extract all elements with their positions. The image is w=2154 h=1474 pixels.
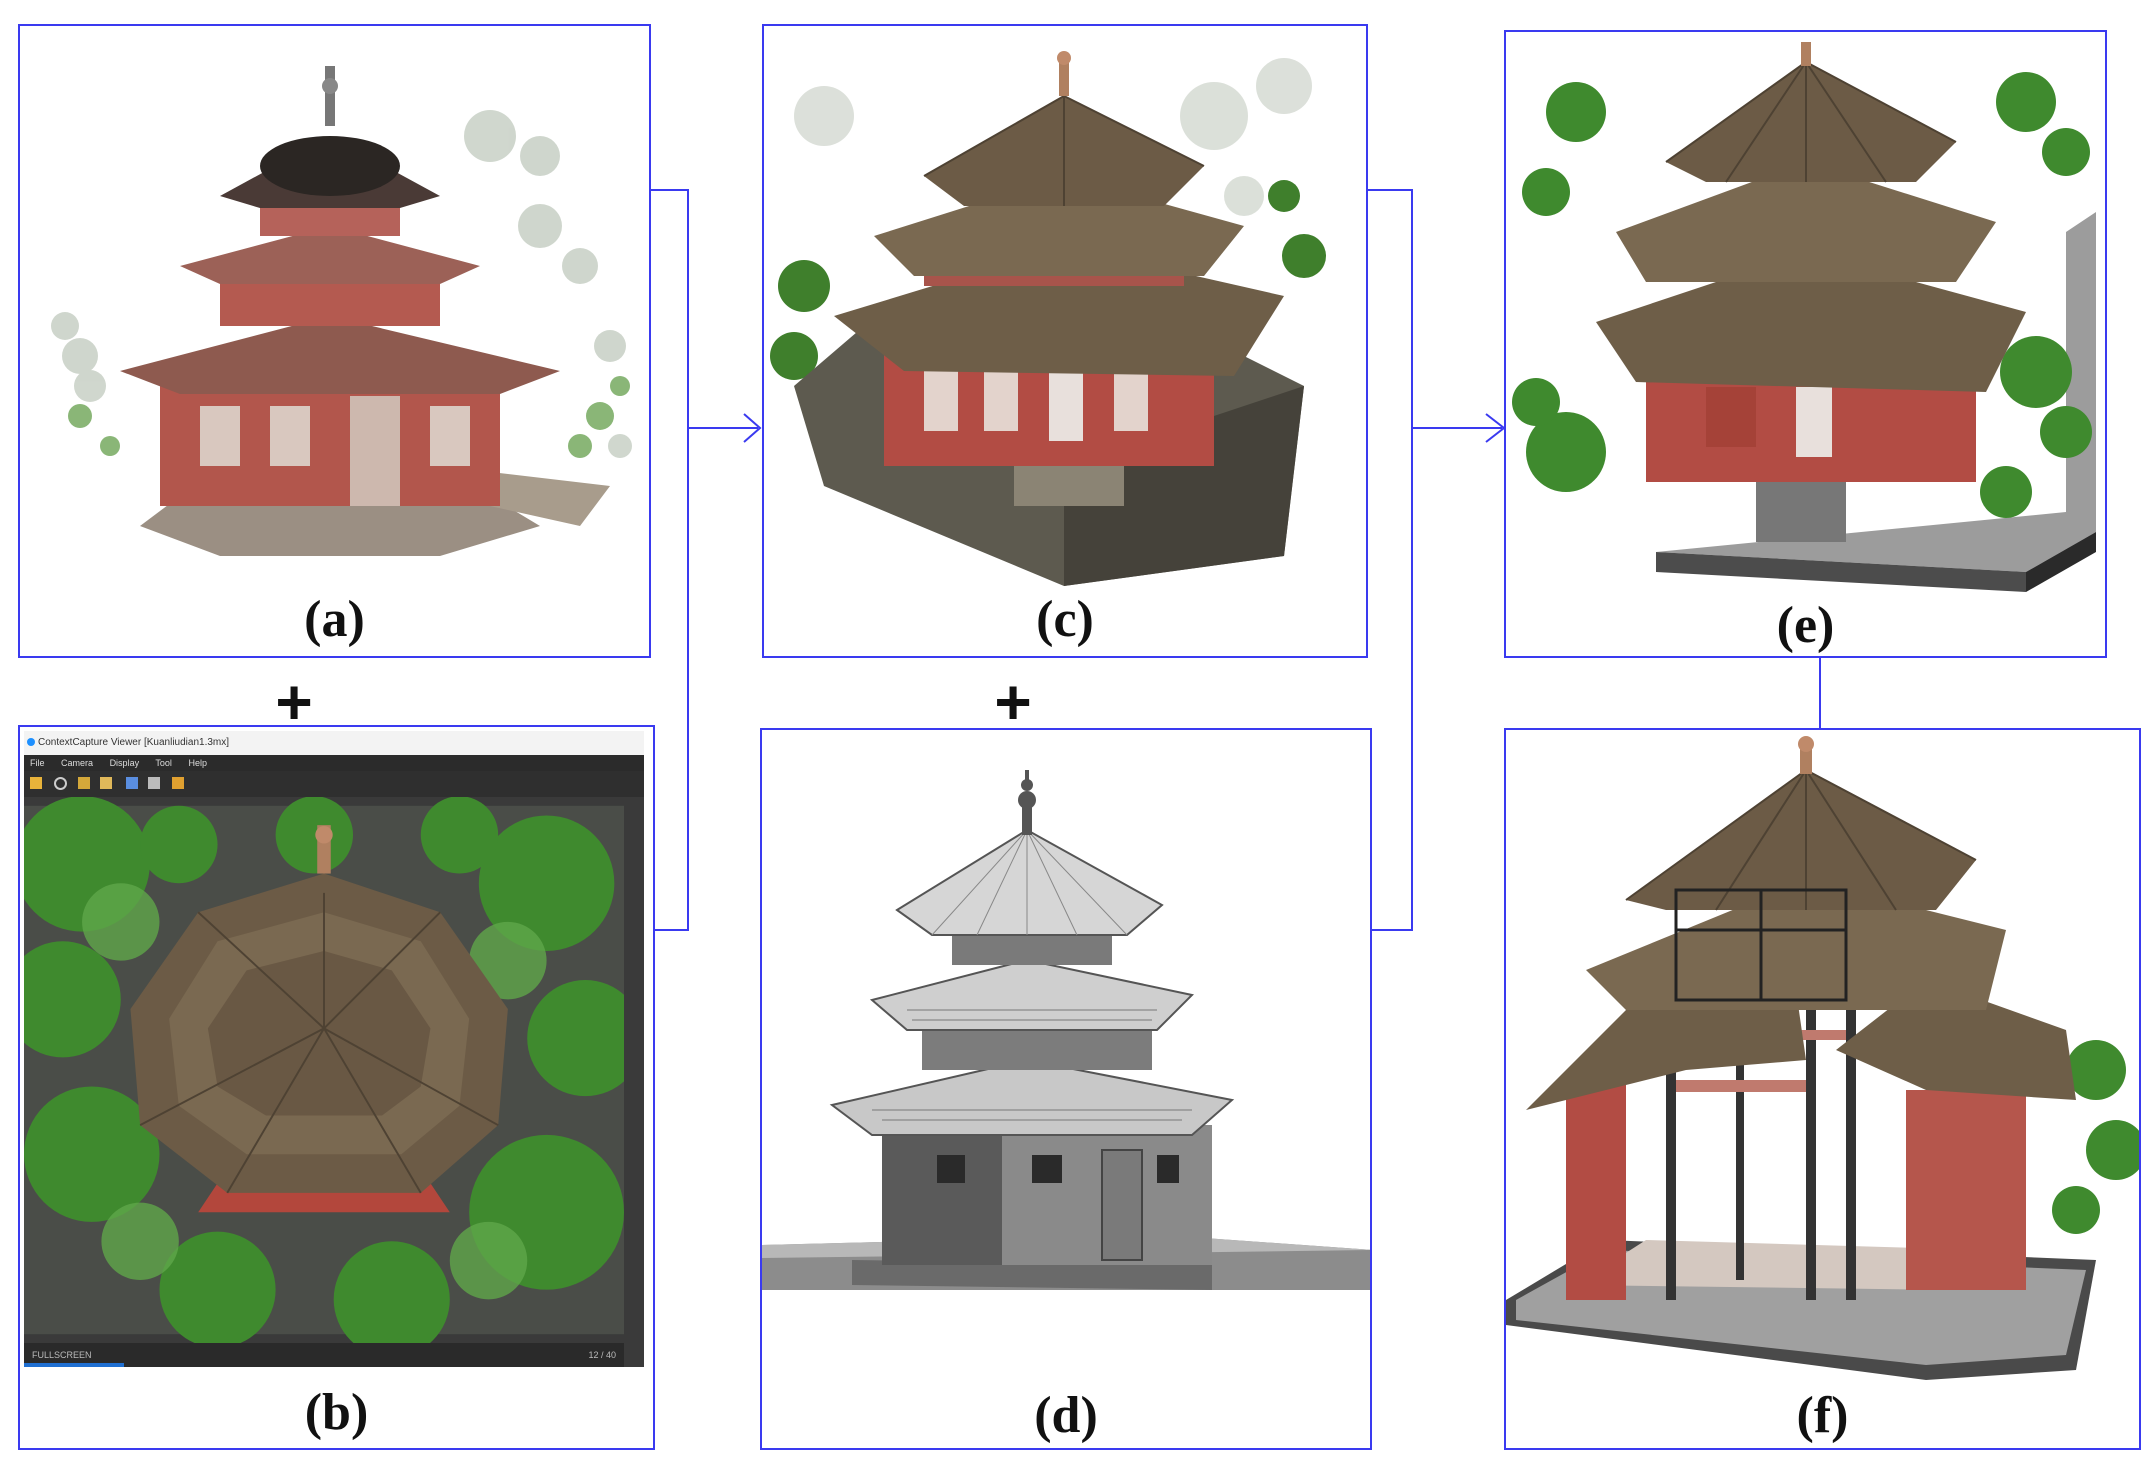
viewer-title: ContextCapture Viewer [Kuanliudian1.3mx] xyxy=(38,737,230,748)
viewer-window: ContextCapture Viewer [Kuanliudian1.3mx]… xyxy=(24,731,644,1367)
menu-camera[interactable]: Camera xyxy=(61,758,94,768)
menu-file[interactable]: File xyxy=(30,758,45,768)
arrow-to-c xyxy=(743,413,762,443)
panel-b-viewer-screenshot: ContextCapture Viewer [Kuanliudian1.3mx]… xyxy=(18,725,655,1450)
panel-a-point-cloud: (a) xyxy=(18,24,651,658)
section-model-image xyxy=(1506,736,2139,1380)
status-left: FULLSCREEN xyxy=(32,1350,92,1360)
menu-tool[interactable]: Tool xyxy=(155,758,172,768)
integrated-model-image xyxy=(1512,42,2096,592)
select-icon[interactable] xyxy=(126,777,138,789)
panel-d-label: (d) xyxy=(1034,1387,1098,1444)
menu-help[interactable]: Help xyxy=(188,758,207,768)
panel-e-label: (e) xyxy=(1776,597,1835,654)
plus-sign-middle: + xyxy=(994,666,1032,738)
load-progress xyxy=(24,1363,124,1367)
panel-c-mesh-model: (c) xyxy=(762,24,1368,658)
bim-model-image xyxy=(762,770,1370,1290)
layers-icon[interactable] xyxy=(148,777,160,789)
viewer-3d-scene xyxy=(24,797,624,1343)
arrow-to-e xyxy=(1485,413,1506,443)
viewer-titlebar: ContextCapture Viewer [Kuanliudian1.3mx] xyxy=(24,731,644,755)
open-folder-icon[interactable] xyxy=(30,777,42,789)
mesh-model-image xyxy=(770,51,1326,586)
panel-d-bim-model: (d) xyxy=(760,728,1372,1450)
plus-sign-left: + xyxy=(275,666,313,738)
panel-a-label: (a) xyxy=(304,591,365,648)
point-cloud-image xyxy=(51,66,632,556)
panel-f-section-model: (f) xyxy=(1504,728,2141,1450)
viewer-menubar: File Camera Display Tool Help xyxy=(24,755,644,771)
panel-c-label: (c) xyxy=(1036,591,1094,648)
pan-icon[interactable] xyxy=(78,777,90,789)
status-right: 12 / 40 xyxy=(588,1350,616,1360)
rotate-icon[interactable] xyxy=(54,777,67,790)
panel-e-integrated-model: (e) xyxy=(1504,30,2107,658)
connector-c xyxy=(1368,189,1413,931)
hand-icon[interactable] xyxy=(100,777,112,789)
connector-a xyxy=(651,189,689,931)
menu-display[interactable]: Display xyxy=(109,758,140,768)
app-icon xyxy=(27,738,35,746)
viewer-toolbar xyxy=(24,771,644,797)
panel-f-label: (f) xyxy=(1796,1387,1849,1444)
panel-b-label: (b) xyxy=(304,1384,369,1441)
viewer-statusbar: FULLSCREEN 12 / 40 xyxy=(24,1343,624,1367)
measure-icon[interactable] xyxy=(172,777,184,789)
